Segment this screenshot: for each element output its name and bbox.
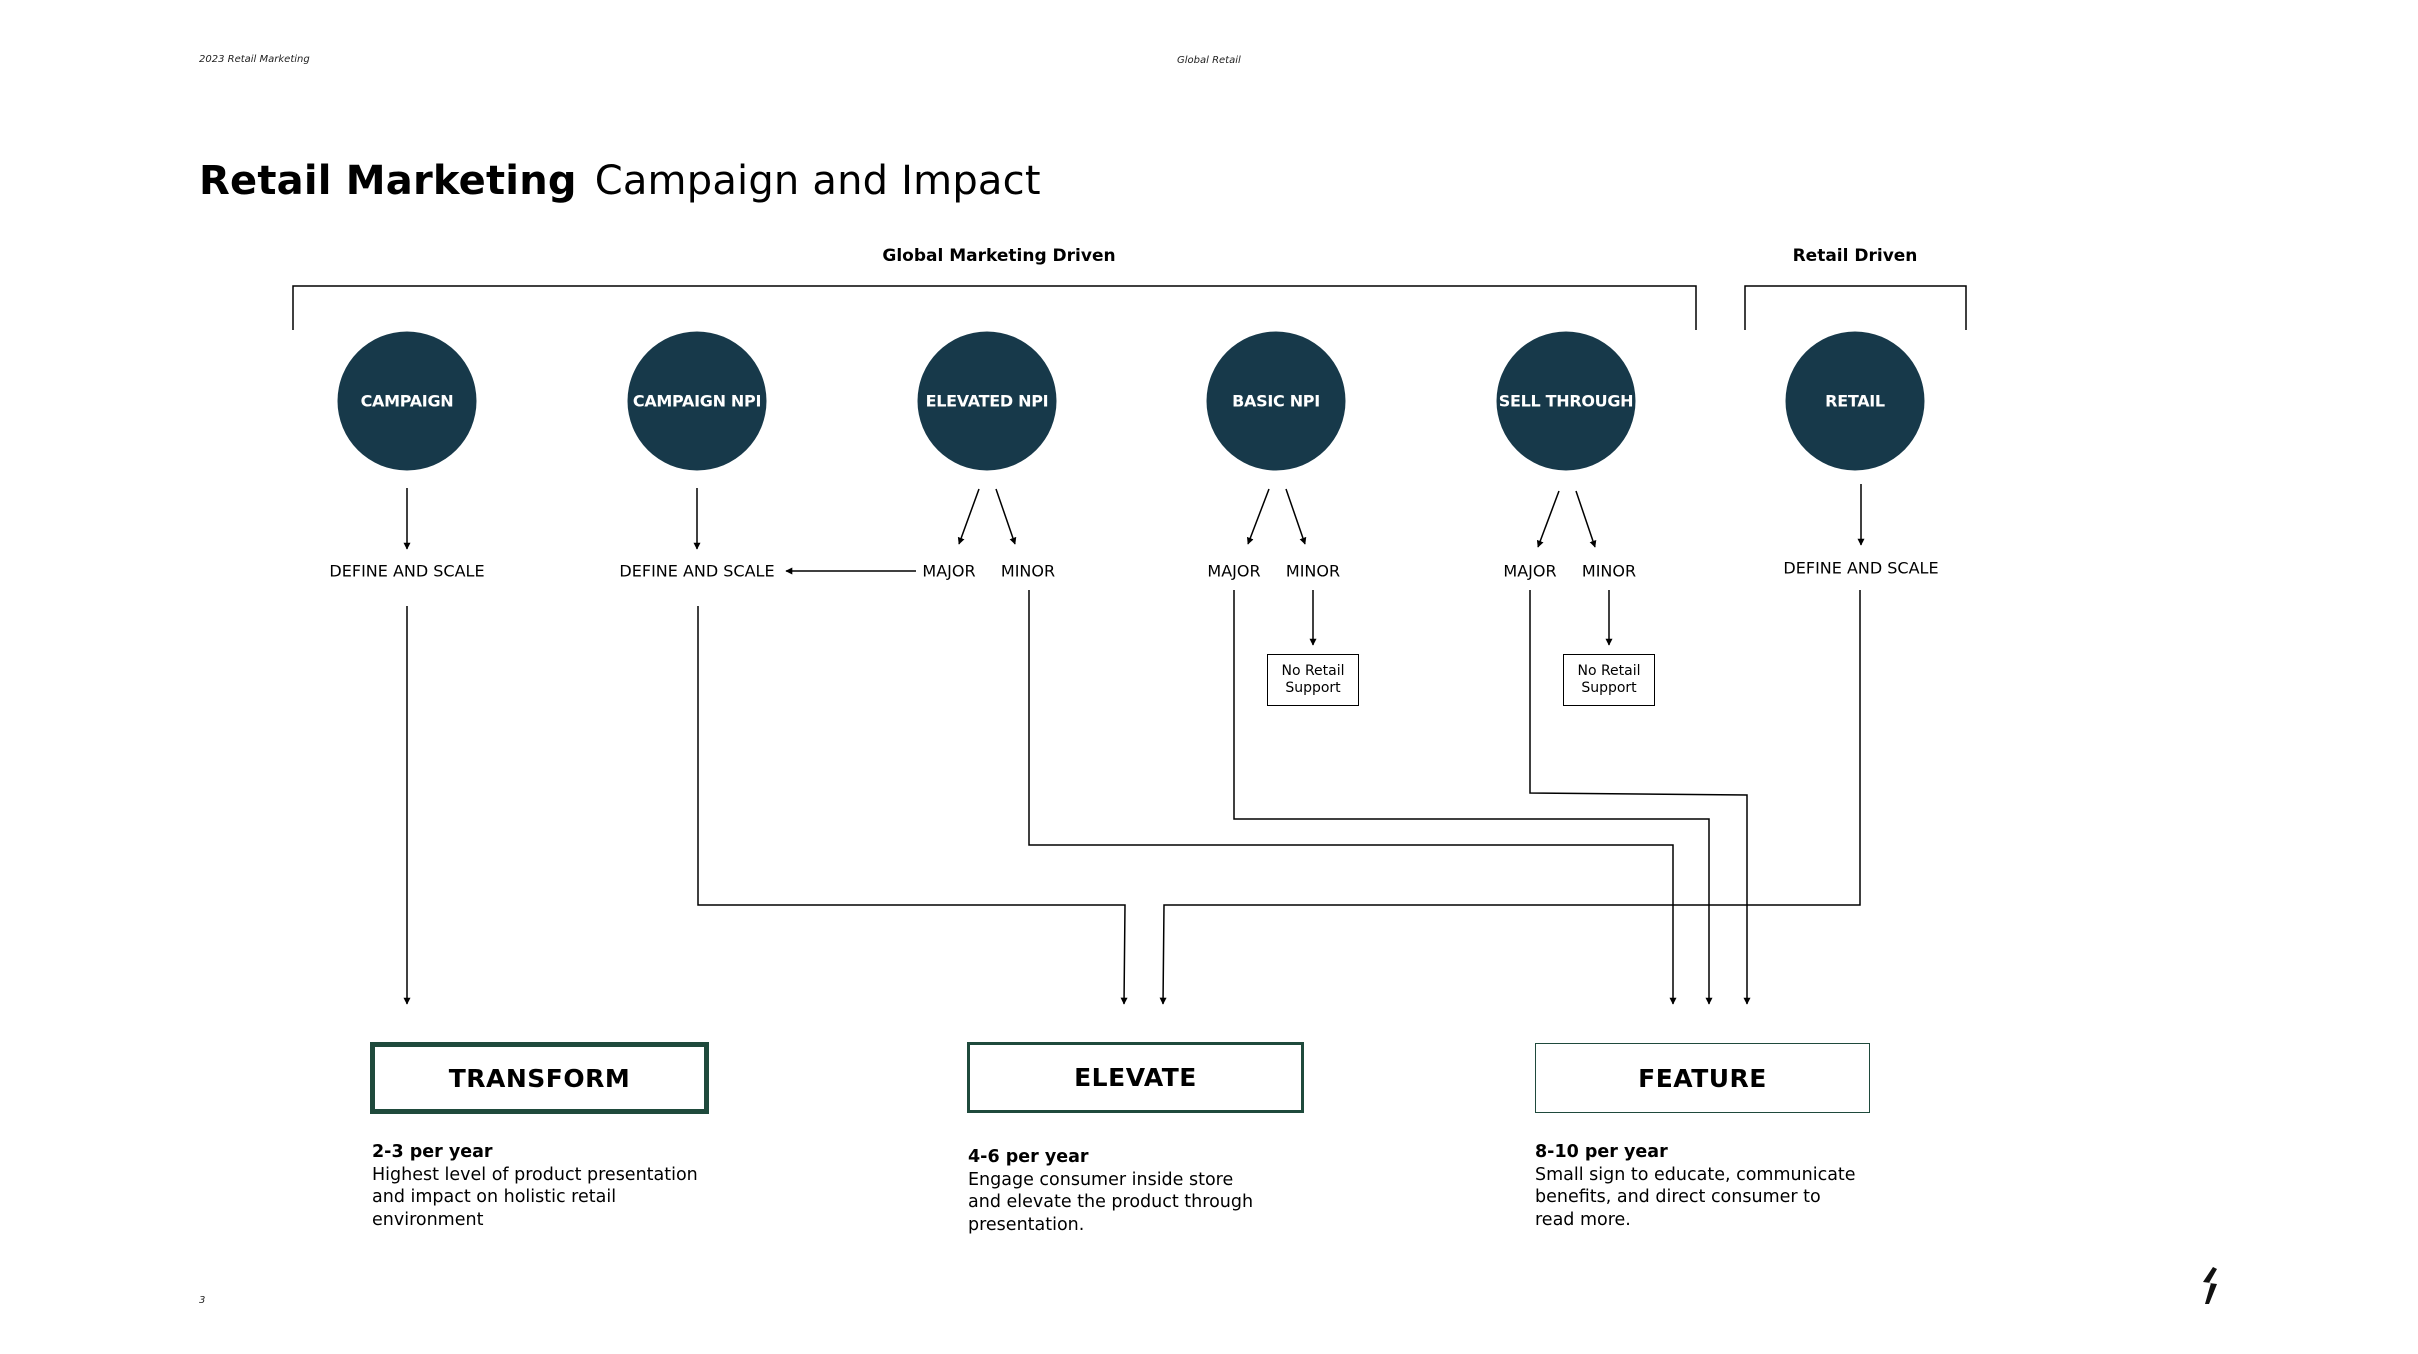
transform-description: 2-3 per year Highest level of product pr… — [372, 1141, 702, 1231]
label-define-and-scale: DEFINE AND SCALE — [1783, 558, 1939, 578]
label-major: MAJOR — [1207, 561, 1261, 581]
arrow-sell-major-to-feature — [1529, 590, 1751, 1005]
arrow-basic-minor — [1285, 488, 1307, 545]
arrow-sell-minor — [1575, 490, 1597, 548]
outcome-transform: TRANSFORM — [370, 1042, 709, 1114]
feature-text: Small sign to educate, communicate benef… — [1535, 1164, 1856, 1230]
circle-sell-through: SELL THROUGH — [1496, 331, 1636, 471]
header-center-text: Global Retail — [1177, 55, 1241, 66]
arrow-sell-major — [1536, 490, 1560, 548]
label-minor: MINOR — [1581, 561, 1637, 581]
arrow-basic-major-to-feature — [1233, 590, 1713, 1005]
elevate-description: 4-6 per year Engage consumer inside stor… — [968, 1146, 1258, 1236]
page-number: 3 — [199, 1295, 206, 1306]
no-retail-support-box: No Retail Support — [1267, 654, 1359, 706]
arrow-elevated-major — [957, 488, 980, 545]
header-left-text: 2023 Retail Marketing — [199, 54, 310, 65]
transform-frequency: 2-3 per year — [372, 1142, 493, 1162]
bracket-retail — [1744, 285, 1967, 330]
outcome-elevate: ELEVATE — [967, 1042, 1304, 1113]
label-major: MAJOR — [1503, 561, 1557, 581]
feature-frequency: 8-10 per year — [1535, 1142, 1668, 1162]
transform-text: Highest level of product presentation an… — [372, 1164, 698, 1230]
no-retail-support-box: No Retail Support — [1563, 654, 1655, 706]
arrow-retail-to-elevate — [1159, 590, 1861, 1005]
label-minor: MINOR — [1285, 561, 1341, 581]
circle-basic-npi: BASIC NPI — [1206, 331, 1346, 471]
elevate-frequency: 4-6 per year — [968, 1147, 1089, 1167]
circle-elevated-npi: ELEVATED NPI — [917, 331, 1057, 471]
circle-campaign-npi: CAMPAIGN NPI — [627, 331, 767, 471]
label-minor: MINOR — [1000, 561, 1056, 581]
brand-s-logo-icon — [2203, 1267, 2217, 1304]
label-define-and-scale: DEFINE AND SCALE — [619, 561, 775, 581]
arrow-basic-major — [1246, 488, 1270, 545]
page-title-bold: Retail Marketing — [199, 158, 577, 204]
label-define-and-scale: DEFINE AND SCALE — [329, 561, 485, 581]
group-label-global: Global Marketing Driven — [882, 246, 1116, 266]
outcome-feature: FEATURE — [1535, 1043, 1870, 1113]
elevate-text: Engage consumer inside store and elevate… — [968, 1169, 1254, 1235]
arrow-elevated-minor-to-feature — [1028, 590, 1677, 1005]
bracket-global — [292, 285, 1697, 330]
group-label-retail: Retail Driven — [1792, 246, 1918, 266]
label-major: MAJOR — [922, 561, 976, 581]
page-title-subtitle: Campaign and Impact — [594, 158, 1041, 204]
page-title: Retail Marketing Campaign and Impact — [199, 158, 1041, 204]
circle-campaign: CAMPAIGN — [337, 331, 477, 471]
feature-description: 8-10 per year Small sign to educate, com… — [1535, 1141, 1865, 1231]
arrow-elevated-minor — [995, 488, 1017, 545]
arrow-campaign-npi-to-elevate — [697, 606, 1128, 1005]
circle-retail: RETAIL — [1785, 331, 1925, 471]
